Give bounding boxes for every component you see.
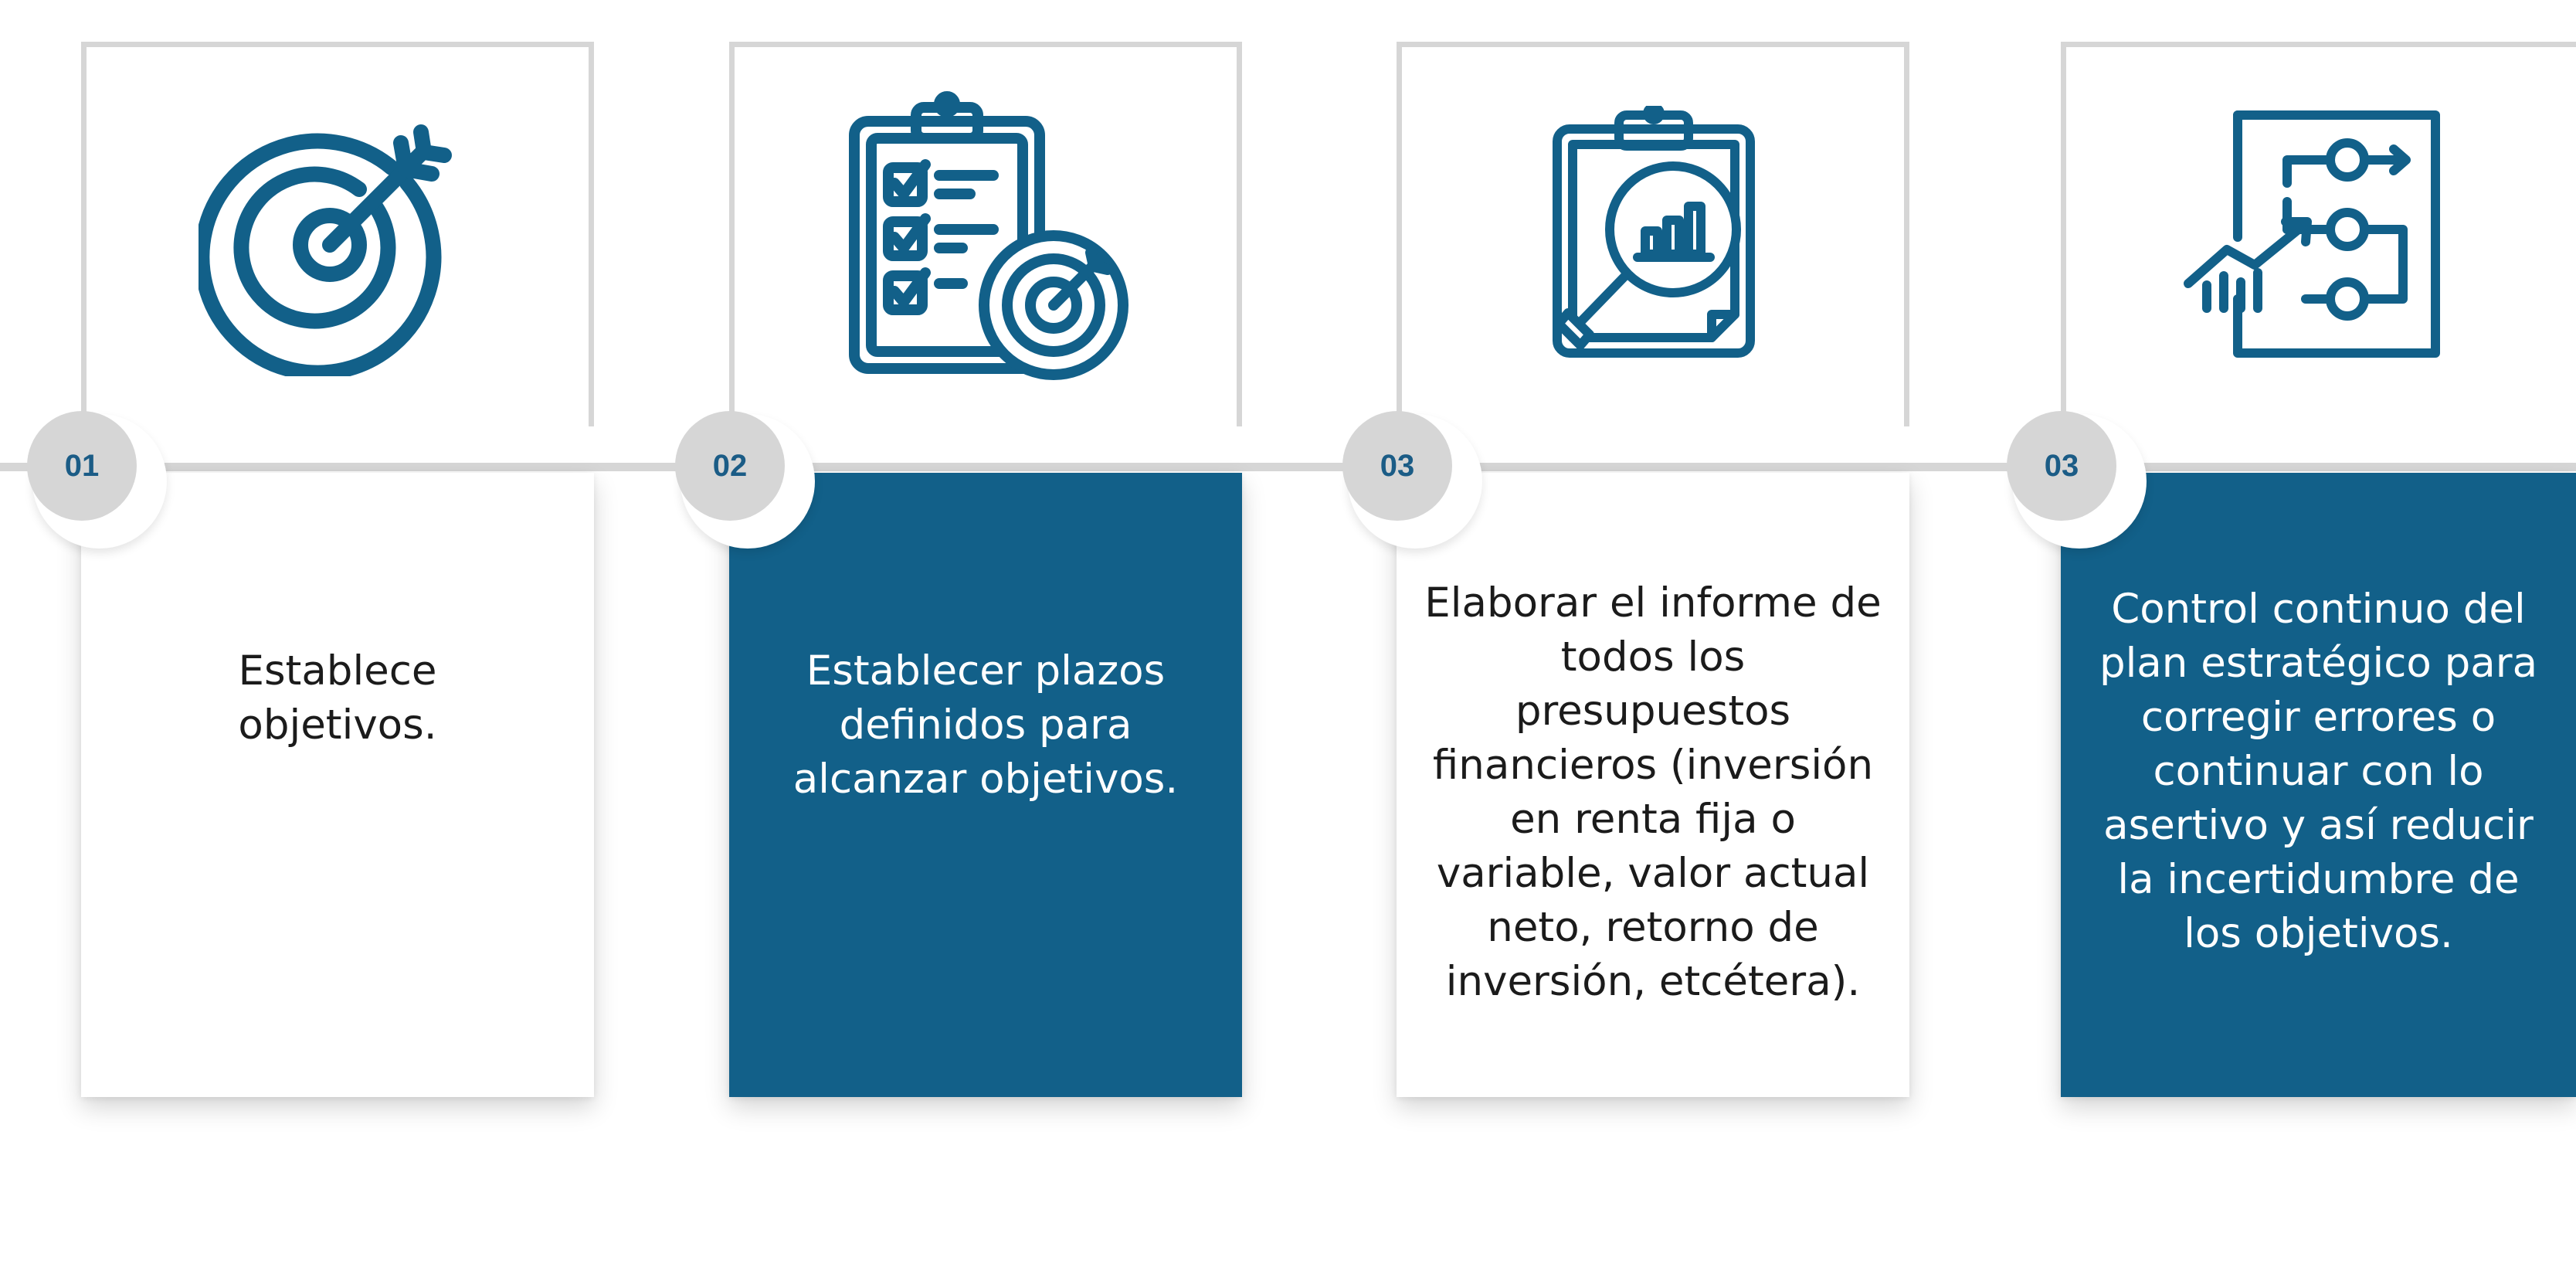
step-number-badge: 01 (27, 411, 137, 521)
step-2: Establecer plazos definidos para alcanza… (675, 0, 1242, 1267)
step-3: Elaborar el informe de todos los presupu… (1342, 0, 1909, 1267)
step-text: Elaborar el informe de todos los presupu… (1424, 579, 1882, 1005)
step-number-badge: 03 (2007, 411, 2116, 521)
step-number-badge: 02 (675, 411, 785, 521)
step-text: Establecer plazos definidos para alcanza… (792, 647, 1179, 803)
step-text: Establece objetivos. (238, 647, 437, 749)
step-number-badge: 03 (1342, 411, 1452, 521)
flowchart-growth-icon (2184, 110, 2440, 358)
checklist-target-icon (849, 90, 1128, 380)
icon-frame (729, 42, 1242, 426)
step-card: Elaborar el informe de todos los presupu… (1397, 473, 1909, 1097)
step-text: Control continuo del plan estratégico pa… (2099, 586, 2538, 957)
icon-frame (81, 42, 594, 426)
step-card: Establece objetivos. (81, 473, 594, 1097)
icon-frame (2061, 42, 2576, 426)
step-card: Control continuo del plan estratégico pa… (2061, 473, 2576, 1097)
step-1: Establece objetivos. 01 (27, 0, 594, 1267)
target-arrow-icon (199, 124, 452, 376)
timeline-line (0, 463, 2576, 471)
report-magnifier-chart-icon (1553, 105, 1755, 358)
step-card: Establecer plazos definidos para alcanza… (729, 473, 1242, 1097)
step-4: Control continuo del plan estratégico pa… (2007, 0, 2576, 1267)
icon-frame (1397, 42, 1909, 426)
